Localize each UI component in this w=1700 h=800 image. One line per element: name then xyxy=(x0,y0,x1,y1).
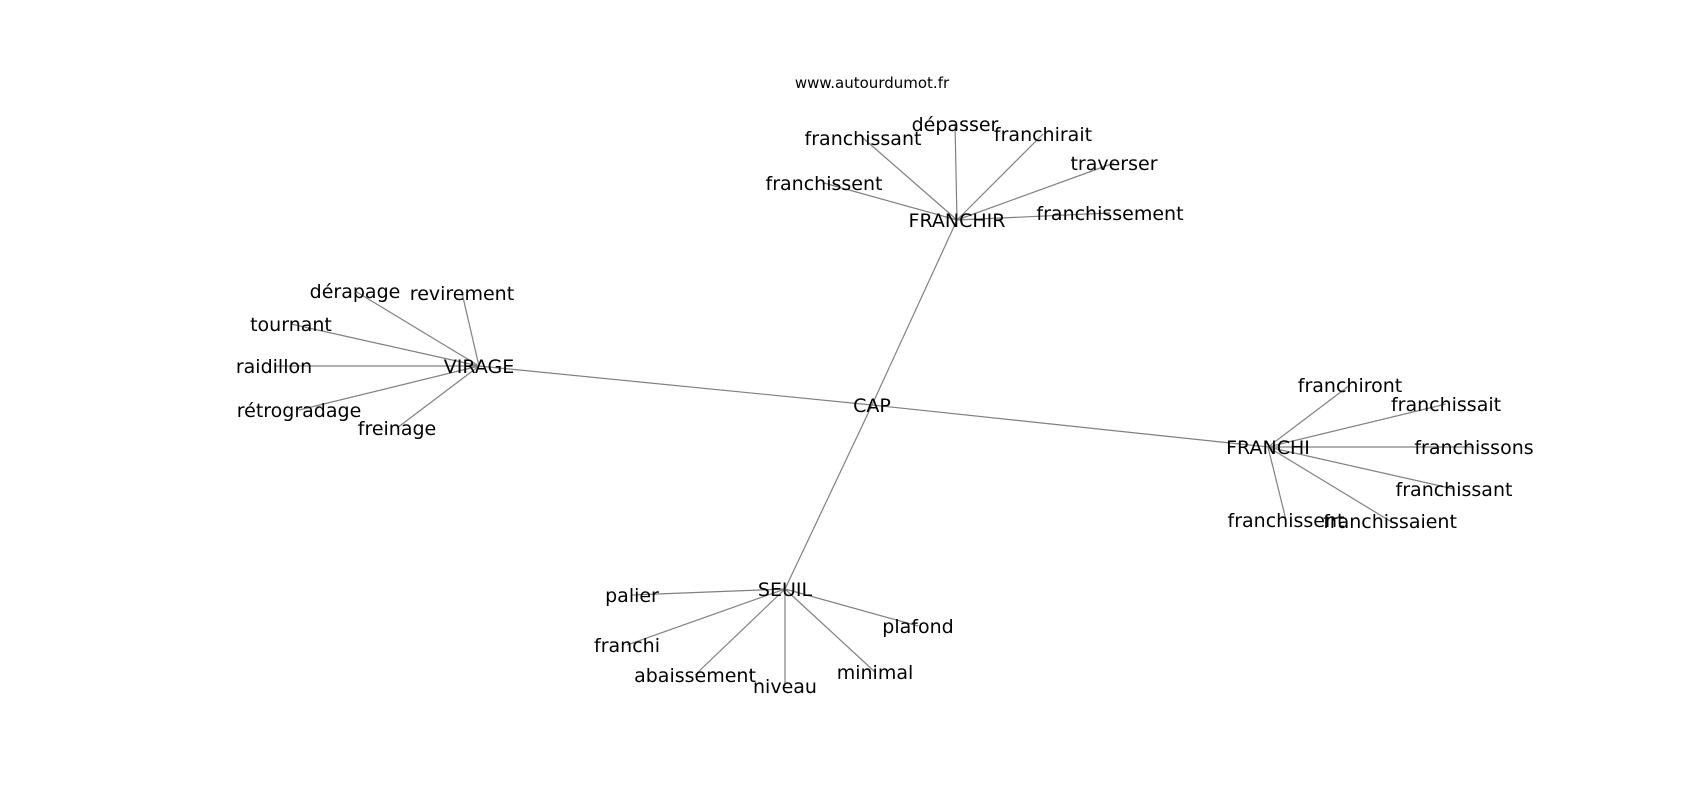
word-node-label: franchissons xyxy=(1414,437,1533,459)
edge-hub-to-word xyxy=(631,588,786,596)
edge-center-to-hub xyxy=(784,404,873,590)
hub-node-label: FRANCHI xyxy=(1226,437,1310,459)
word-node-label: franchissent xyxy=(1228,510,1345,532)
edge-center-to-hub xyxy=(478,365,873,406)
edge-hub-to-word xyxy=(956,212,1111,221)
edge-hub-to-word xyxy=(954,123,958,221)
word-node-label: dérapage xyxy=(310,281,401,303)
edge-hub-to-word xyxy=(354,290,480,367)
edge-hub-to-word xyxy=(1267,403,1447,448)
edge-hub-to-word xyxy=(396,365,480,429)
hub-node-label: SEUIL xyxy=(758,579,813,601)
edge-center-to-hub xyxy=(871,219,958,406)
word-node-label: raidillon xyxy=(236,356,312,378)
word-node-label: franchissaient xyxy=(1323,511,1457,533)
edge-hub-to-word xyxy=(626,588,786,646)
word-node-label: franchissent xyxy=(766,173,883,195)
word-node-label: franchiront xyxy=(1298,375,1402,397)
word-node-label: tournant xyxy=(250,314,332,336)
word-node-label: franchissement xyxy=(1036,203,1183,225)
word-node-label: franchirait xyxy=(994,124,1092,146)
word-node-label: freinage xyxy=(358,418,437,440)
hub-node-label: VIRAGE xyxy=(444,356,514,378)
edge-hub-to-word xyxy=(956,162,1115,221)
edge-hub-to-word xyxy=(1267,446,1455,490)
center-node-label: CAP xyxy=(853,395,891,417)
word-node-label: traverser xyxy=(1070,153,1157,175)
word-node-label: dépasser xyxy=(912,114,999,136)
edge-hub-to-word xyxy=(956,133,1044,221)
edge-hub-to-word xyxy=(461,292,480,367)
edge-hub-to-word xyxy=(290,323,480,367)
edge-hub-to-word xyxy=(1267,446,1391,522)
word-node-label: franchissant xyxy=(805,128,922,150)
edge-center-to-hub xyxy=(871,404,1269,448)
edge-hub-to-word xyxy=(784,588,919,627)
word-node-label: minimal xyxy=(837,662,914,684)
graph-edges xyxy=(274,123,1474,686)
word-node-label: revirement xyxy=(410,283,514,305)
word-node-label: niveau xyxy=(753,676,817,698)
edge-hub-to-word xyxy=(1267,384,1351,448)
edge-hub-to-word xyxy=(298,365,480,411)
site-watermark: www.autourdumot.fr xyxy=(795,74,950,92)
edge-hub-to-word xyxy=(784,588,876,673)
hub-node-label: FRANCHIR xyxy=(909,210,1006,232)
edge-hub-to-word xyxy=(694,588,786,676)
word-node-label: palier xyxy=(605,585,659,607)
edge-hub-to-word xyxy=(862,137,958,221)
word-node-label: plafond xyxy=(882,616,953,638)
word-node-label: franchissait xyxy=(1391,394,1501,416)
word-node-label: rétrogradage xyxy=(237,400,362,422)
graph-labels: www.autourdumot.fr CAP FRANCHIR franchiss… xyxy=(236,74,1534,698)
word-node-label: franchi xyxy=(594,635,660,657)
word-node-label: franchissant xyxy=(1396,479,1513,501)
edge-hub-to-word xyxy=(1267,446,1287,521)
edge-hub-to-word xyxy=(823,182,958,221)
word-node-label: abaissement xyxy=(634,665,756,687)
